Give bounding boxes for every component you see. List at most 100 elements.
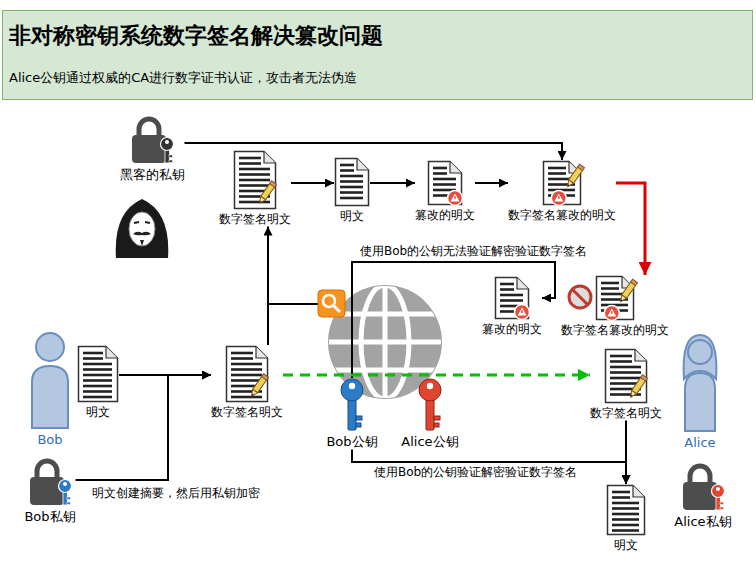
icon-shape — [567, 184, 570, 187]
icon-shape — [601, 287, 619, 290]
icon-shape — [720, 502, 724, 505]
icon-shape — [231, 368, 262, 371]
icon-shape — [239, 168, 270, 171]
node-icon — [416, 378, 444, 432]
icon-shape — [433, 167, 447, 170]
icon-shape — [132, 135, 166, 163]
connector-arrow — [352, 450, 626, 484]
globe-parallel — [320, 340, 450, 345]
icon-shape — [641, 375, 648, 381]
magnifier-lens — [323, 295, 335, 307]
icon-shape — [79, 347, 118, 402]
icon-shape — [340, 164, 354, 167]
icon-shape — [610, 355, 632, 358]
icon-shape — [36, 333, 64, 361]
hacker-mustache — [133, 232, 151, 236]
icon-shape — [433, 183, 456, 186]
icon-shape — [451, 194, 460, 202]
icon-shape — [356, 416, 362, 420]
doc-node: 数字签名明文 — [211, 345, 283, 419]
icon-shape — [249, 389, 257, 397]
node-label: 数字签名篡改的明文 — [508, 208, 616, 222]
key-node: Alice公钥 — [401, 378, 458, 450]
icon-shape — [612, 502, 639, 505]
forbidden-symbol — [569, 286, 591, 308]
person-node: Bob — [29, 330, 71, 448]
icon-shape — [711, 485, 724, 498]
icon-shape — [610, 366, 641, 369]
node-label: Alice — [684, 435, 715, 451]
icon-shape — [612, 524, 639, 527]
icon-shape — [340, 186, 363, 189]
icon-shape — [548, 172, 566, 175]
icon-shape — [628, 390, 636, 398]
icon-shape — [433, 172, 447, 175]
lock-node: 黑客的私钥 — [120, 113, 185, 183]
doc-icon — [595, 275, 635, 321]
connector-arrow — [76, 375, 211, 480]
icon-shape — [63, 482, 67, 486]
doc-node: 篡改的明文 — [482, 276, 542, 336]
icon-shape — [578, 164, 585, 170]
intercept-wire — [268, 303, 318, 305]
icon-shape — [604, 306, 619, 321]
icon-shape — [83, 379, 112, 382]
icon-shape — [239, 201, 270, 204]
key-icon — [416, 378, 444, 432]
icon-shape — [635, 350, 647, 362]
node-icon — [225, 345, 269, 403]
node-label: 篡改的明文 — [415, 208, 475, 222]
icon-shape — [450, 162, 462, 174]
icon-shape — [633, 486, 645, 498]
icon-shape — [83, 368, 112, 371]
doc-node: 明文 — [606, 484, 646, 552]
icon-shape — [631, 279, 638, 285]
node-icon — [604, 348, 648, 404]
hacker-hood — [116, 199, 169, 258]
person-icon — [679, 333, 721, 433]
diagram-caption: Alice公钥通过权威的CA进行数字证书认证，攻击者无法伪造 — [9, 69, 357, 87]
icon-shape — [683, 482, 717, 510]
icon-shape — [429, 162, 462, 205]
icon-shape — [231, 379, 262, 382]
icon-shape — [257, 196, 265, 204]
hacker-eyes — [134, 222, 150, 223]
icon-shape — [356, 423, 361, 427]
connector-arrow — [625, 420, 627, 484]
icon-shape — [249, 374, 268, 398]
magnifier-tile — [318, 290, 345, 317]
icon-shape — [83, 385, 112, 388]
icon-shape — [612, 529, 639, 532]
icon-shape — [628, 375, 647, 399]
icon-shape — [259, 201, 262, 204]
icon-shape — [620, 299, 623, 302]
icon-shape — [716, 487, 720, 491]
icon-shape — [270, 181, 277, 187]
icon-shape — [349, 383, 355, 389]
icon-shape — [239, 179, 270, 182]
icon-shape — [83, 390, 112, 393]
node-label: Bob — [37, 432, 62, 448]
icon-shape — [690, 466, 710, 484]
lock-node: Alice私钥 — [674, 460, 731, 530]
connector-arrow — [267, 226, 269, 345]
doc-node: 数字签名明文 — [219, 150, 291, 226]
edge-label: 明文创建摘要，然后用私钥加密 — [90, 486, 262, 500]
icon-shape — [169, 160, 173, 163]
node-icon — [29, 330, 71, 430]
icon-shape — [565, 164, 584, 188]
node-label: 数字签名明文 — [219, 212, 291, 226]
icon-shape — [688, 340, 712, 364]
icon-shape — [558, 196, 559, 199]
doc-icon — [334, 157, 370, 207]
key-node: Bob公钥 — [326, 378, 377, 450]
connector-arrow — [475, 182, 508, 184]
doc-icon — [494, 276, 530, 320]
icon-shape — [496, 278, 529, 319]
icon-shape — [83, 363, 112, 366]
key-icon — [338, 378, 366, 432]
doc-icon — [77, 345, 119, 403]
icon-shape — [231, 396, 262, 399]
icon-shape — [544, 162, 581, 205]
